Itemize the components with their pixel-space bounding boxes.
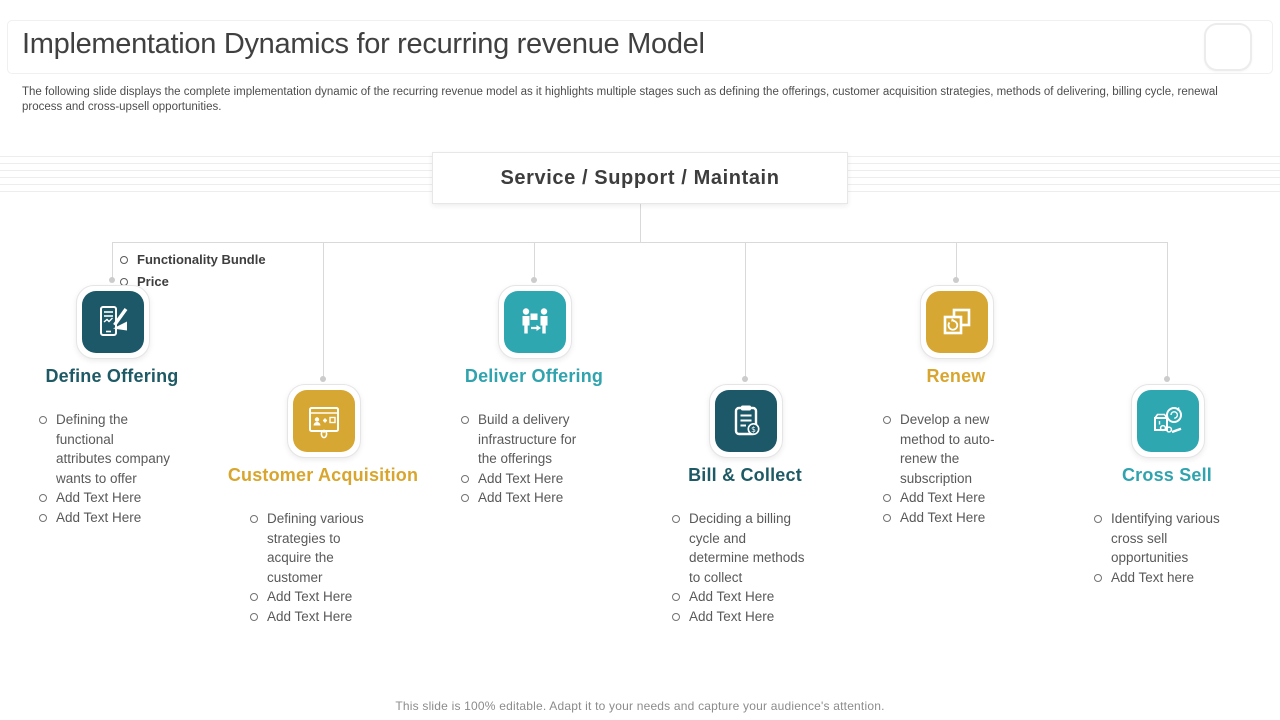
- list-item: Functionality Bundle: [120, 249, 320, 271]
- stage-bullet-list: Identifying various cross sell opportuni…: [1094, 509, 1244, 587]
- connector-dot: [109, 277, 115, 283]
- bullet-text: Identifying various cross sell opportuni…: [1111, 511, 1220, 565]
- bullet-text: Defining the functional attributes compa…: [56, 412, 171, 486]
- connector-dot: [1164, 376, 1170, 382]
- connector-dot: [320, 376, 326, 382]
- bullet-text: Develop a new method to auto-renew the s…: [900, 412, 995, 486]
- tablet-signing-icon: [82, 291, 144, 353]
- bullet-text: Add Text Here: [267, 589, 353, 604]
- svg-text:$: $: [751, 425, 756, 434]
- stage-icon-tile-bill-collect: $: [709, 384, 783, 458]
- circle-bullet-icon: [39, 494, 47, 502]
- bullet-text: Add Text Here: [56, 509, 142, 525]
- browser-add-user-icon: [293, 390, 355, 452]
- bullet-text: Add Text Here: [689, 589, 775, 604]
- stage-bullet-list: Deciding a billing cycle and determine m…: [672, 509, 822, 626]
- stage-bullet-list: Build a delivery infrastructure for the …: [461, 410, 611, 508]
- connector-drop-bill: [745, 242, 746, 377]
- circle-bullet-icon: [250, 593, 258, 601]
- circle-bullet-icon: [461, 416, 469, 424]
- circle-bullet-icon: [461, 474, 469, 483]
- stage-heading: Define Offering: [45, 366, 179, 386]
- circle-bullet-icon: [672, 593, 680, 601]
- bullet-text: Add Text here: [1111, 569, 1195, 585]
- stage-heading: Deliver Offering: [464, 366, 604, 386]
- stage-heading: Bill & Collect: [688, 465, 802, 485]
- circle-bullet-icon: [1094, 515, 1102, 523]
- circle-bullet-icon: [1094, 573, 1102, 582]
- list-item: Price: [120, 271, 320, 293]
- stage-heading: Cross Sell: [1121, 465, 1213, 485]
- circle-bullet-icon: [250, 612, 258, 621]
- circle-bullet-icon: [672, 612, 680, 621]
- connector-dot: [531, 277, 537, 283]
- circle-bullet-icon: [120, 256, 128, 264]
- page-title: Implementation Dynamics for recurring re…: [22, 28, 705, 60]
- billing-clipboard-icon: $: [715, 390, 777, 452]
- stage-icon-tile-cross-sell: [1131, 384, 1205, 458]
- connector-drop-renew: [956, 242, 957, 278]
- connector-dot: [953, 277, 959, 283]
- connector-dot: [742, 376, 748, 382]
- stage-icon-tile-define-offering: [76, 285, 150, 359]
- title-band: [7, 20, 1273, 74]
- circle-bullet-icon: [39, 416, 47, 424]
- stage-icon-tile-deliver-offering: [498, 285, 572, 359]
- stage-bullet-list: Defining various strategies to acquire t…: [250, 509, 400, 626]
- bullet-text: Add Text Here: [900, 490, 986, 505]
- cross-sell-box-icon: [1137, 390, 1199, 452]
- stage-icon-tile-renew: [920, 285, 994, 359]
- bullet-text: Deciding a billing cycle and determine m…: [689, 511, 805, 585]
- stage-heading: Customer Acquisition: [227, 465, 419, 485]
- service-support-maintain-box: Service / Support / Maintain: [432, 152, 848, 204]
- bullet-text: Add Text Here: [56, 490, 142, 505]
- circle-bullet-icon: [883, 513, 891, 522]
- stage-heading: Renew: [926, 366, 986, 386]
- connector-from-service-box: [640, 202, 641, 242]
- circle-bullet-icon: [883, 494, 891, 502]
- bullet-text: Build a delivery infrastructure for the …: [478, 412, 577, 466]
- circle-bullet-icon: [250, 515, 258, 523]
- connector-horizontal-main: [112, 242, 1168, 243]
- bullet-text: Defining various strategies to acquire t…: [267, 511, 364, 585]
- circle-bullet-icon: [672, 515, 680, 523]
- bullet-text: Add Text Here: [478, 490, 564, 505]
- circle-bullet-icon: [883, 416, 891, 424]
- stage-icon-tile-customer-acquisition: [287, 384, 361, 458]
- slide-description: The following slide displays the complet…: [22, 86, 1218, 113]
- renew-refresh-icon: [926, 291, 988, 353]
- bullet-text: Add Text Here: [900, 509, 986, 525]
- bullet-text: Add Text Here: [689, 608, 775, 624]
- circle-bullet-icon: [461, 494, 469, 502]
- stage-bullet-list: Develop a new method to auto-renew the s…: [883, 410, 1033, 527]
- bullet-text: Functionality Bundle: [137, 252, 266, 267]
- connector-drop-crosssell: [1167, 242, 1168, 377]
- bullet-text: Price: [137, 273, 169, 289]
- connector-drop-define: [112, 242, 113, 278]
- delivery-handover-icon: [504, 291, 566, 353]
- bullet-text: Add Text Here: [478, 470, 564, 486]
- connector-drop-acquisition: [323, 242, 324, 377]
- circle-bullet-icon: [39, 513, 47, 522]
- corner-accent-shape: [1204, 23, 1252, 71]
- bullet-text: Add Text Here: [267, 608, 353, 624]
- footer-note: This slide is 100% editable. Adapt it to…: [395, 699, 885, 713]
- offering-notes-list: Functionality Bundle Price: [120, 249, 320, 292]
- connector-drop-deliver: [534, 242, 535, 278]
- stage-bullet-list: Defining the functional attributes compa…: [39, 410, 189, 527]
